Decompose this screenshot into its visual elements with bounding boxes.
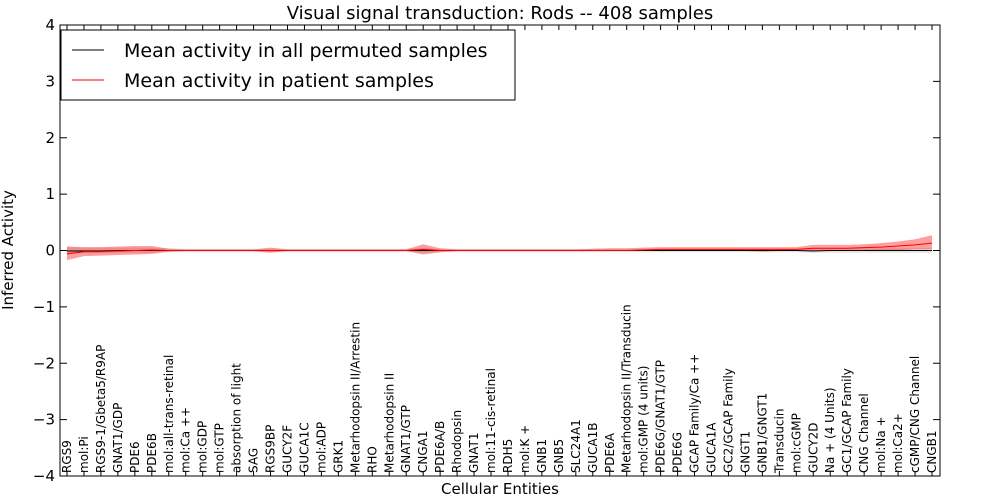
x-tick-label: mol:GMP (4 units): [637, 366, 651, 473]
x-tick-label: Metarhodopsin II: [382, 373, 396, 473]
y-tick-label: 1: [45, 185, 55, 203]
x-tick-label: GNAT1/GTP: [399, 405, 413, 473]
y-tick-label: 4: [45, 16, 55, 34]
x-tick-label: mol:11-cis-retinal: [484, 368, 498, 473]
y-tick-label: 2: [45, 129, 55, 147]
y-axis-label: Inferred Activity: [0, 190, 17, 310]
x-tick-label: GNAT1/GDP: [111, 403, 125, 473]
x-tick-label: CNG Channel: [857, 393, 871, 473]
x-tick-label: PDE6A: [603, 432, 617, 473]
x-tick-label: PDE6: [128, 441, 142, 473]
y-tick-label: 0: [45, 242, 55, 260]
x-tick-label: mol:K +: [518, 425, 532, 473]
x-tick-label: PDE6G: [671, 432, 685, 473]
x-tick-label: GRK1: [331, 440, 345, 473]
x-tick-label: Rhodopsin: [450, 410, 464, 473]
x-tick-label: GUCA1C: [297, 422, 311, 473]
legend: Mean activity in all permuted samples Me…: [60, 29, 516, 101]
x-tick-label: RGS9: [60, 440, 74, 473]
x-tick-label: mol:cGMP: [789, 413, 803, 473]
x-tick-label: GC1/GCAP Family: [840, 368, 854, 473]
x-tick-label: GNGT1: [738, 431, 752, 473]
x-tick-label: mol:Ca ++: [179, 407, 193, 473]
x-tick-label: GUCY2D: [806, 423, 820, 473]
x-tick-label: RDH5: [501, 439, 515, 473]
x-tick-label: mol:all-trans-retinal: [162, 355, 176, 473]
x-tick-label: RGS9-1/Gbeta5/R9AP: [94, 345, 108, 473]
x-tick-label: PDE6G/GNAT1/GTP: [654, 360, 668, 473]
series-line-patient: [66, 242, 933, 255]
x-tick-label: RHO: [365, 446, 379, 473]
legend-label-permuted: Mean activity in all permuted samples: [124, 40, 487, 62]
x-tick-label: mol:Na +: [874, 416, 888, 473]
x-tick-label: cGMP/CNG Channel: [908, 356, 922, 473]
x-tick-label: PDE6A/B: [433, 421, 447, 473]
x-tick-label: mol:ADP: [314, 422, 328, 473]
x-tick-label: GUCA1A: [705, 422, 719, 473]
x-tick-label: absorption of light: [230, 363, 244, 473]
x-tick-label: RGS9BP: [264, 425, 278, 473]
legend-frame: [60, 29, 516, 101]
x-tick-label: GNB5: [552, 439, 566, 473]
x-tick-label: SLC24A1: [569, 419, 583, 473]
x-tick-label: SAG: [247, 448, 261, 473]
x-tick-label: GNB1: [535, 439, 549, 473]
y-axis: −4 −3 −2 −1 0 1 2 3 4: [33, 16, 940, 485]
y-tick-label: 3: [45, 72, 55, 90]
x-tick-label: GUCY2F: [280, 425, 294, 473]
legend-label-patient: Mean activity in patient samples: [124, 70, 434, 92]
x-tick-label: Transducin: [772, 409, 786, 474]
x-tick-label: GC2/GCAP Family: [721, 368, 735, 473]
y-tick-label: −4: [33, 467, 55, 485]
x-tick-label: CNGA1: [416, 431, 430, 474]
x-tick-label: CNGB1: [925, 430, 939, 473]
x-tick-label: Metarhodopsin II/Arrestin: [348, 322, 362, 473]
chart-title: Visual signal transduction: Rods -- 408 …: [287, 3, 714, 24]
x-tick-label: Metarhodopsin II/Transducin: [620, 304, 634, 473]
x-axis-label: Cellular Entities: [441, 480, 559, 498]
x-tick-label: PDE6B: [145, 433, 159, 473]
band-patient: [67, 235, 932, 261]
x-tick-label: mol:Ca2+: [891, 413, 905, 473]
y-tick-label: −3: [33, 411, 55, 429]
plot-area: [66, 235, 933, 261]
x-tick-label: mol:GDP: [196, 421, 210, 473]
x-tick-label: mol:GTP: [213, 423, 227, 473]
x-tick-label: GCAP Family/Ca ++: [688, 354, 702, 473]
x-tick-label: GUCA1B: [586, 422, 600, 473]
y-tick-label: −1: [33, 298, 55, 316]
x-tick-label: mol:Pi: [77, 436, 91, 473]
x-tick-label: Na + (4 Units): [823, 387, 837, 473]
x-tick-label: GNAT1: [467, 432, 481, 473]
x-tick-label: GNB1/GNGT1: [755, 393, 769, 473]
y-tick-label: −2: [33, 354, 55, 372]
